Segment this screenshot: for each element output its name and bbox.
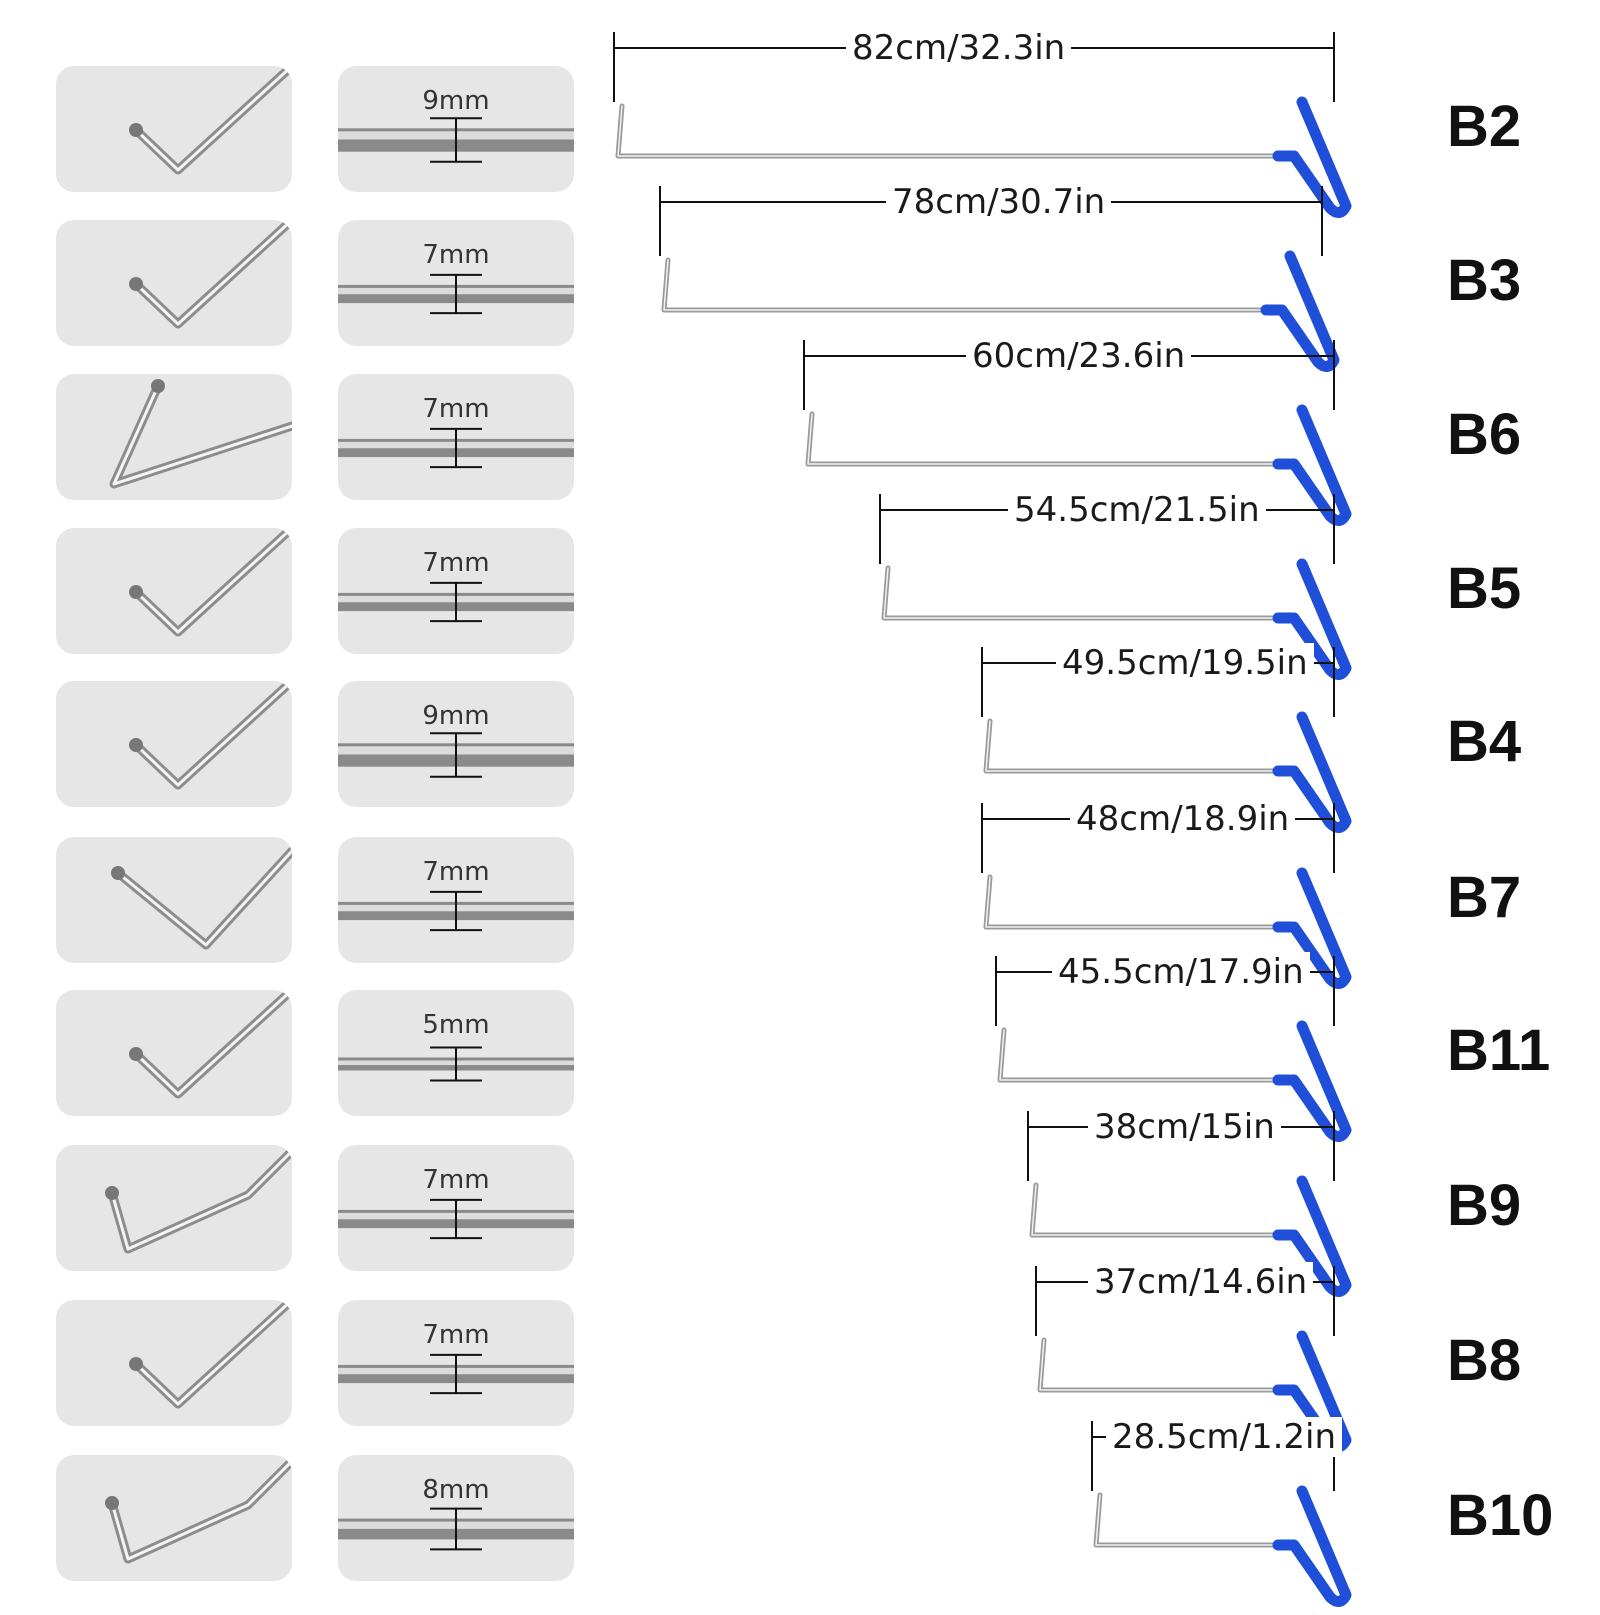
tip-preview-card xyxy=(56,374,292,500)
tip-preview-card xyxy=(56,1300,292,1426)
blue-handle xyxy=(1272,867,1352,989)
length-label: 37cm/14.6in xyxy=(1088,1262,1314,1302)
diameter-label: 7mm xyxy=(422,394,490,424)
diameter-card: 8mm xyxy=(338,1455,574,1581)
ball-tip-rod-icon xyxy=(129,990,292,1099)
diameter-label: 9mm xyxy=(422,701,490,731)
model-label: B4 xyxy=(1447,709,1522,774)
model-label: B3 xyxy=(1447,248,1522,313)
rod-cross-section-icon xyxy=(338,1198,574,1240)
diameter-card: 7mm xyxy=(338,220,574,346)
rod-drawing xyxy=(981,647,1352,833)
rod-cross-section-icon xyxy=(338,117,574,163)
model-label: B2 xyxy=(1447,94,1522,159)
diameter-label: 7mm xyxy=(422,548,490,578)
diameter-label: 5mm xyxy=(422,1010,490,1040)
ball-tip-rod-icon xyxy=(129,66,292,175)
blue-handle xyxy=(1272,1485,1352,1607)
model-label: B6 xyxy=(1447,402,1522,467)
blue-handle xyxy=(1272,1020,1352,1142)
blue-handle xyxy=(1272,1175,1352,1297)
tip-preview-card xyxy=(56,1145,292,1271)
model-label: B11 xyxy=(1447,1018,1551,1083)
diameter-card: 7mm xyxy=(338,1300,574,1426)
length-label: 48cm/18.9in xyxy=(1070,799,1296,839)
length-label: 49.5cm/19.5in xyxy=(1056,643,1314,683)
model-label: B8 xyxy=(1447,1328,1522,1393)
rod-cross-section-icon xyxy=(338,732,574,778)
diameter-card: 7mm xyxy=(338,837,574,963)
blue-handle xyxy=(1272,96,1352,218)
length-label: 54.5cm/21.5in xyxy=(1008,490,1266,530)
tip-preview-card xyxy=(56,66,292,192)
blue-handle xyxy=(1272,404,1352,526)
rod-cross-section-icon xyxy=(338,427,574,469)
diameter-card: 7mm xyxy=(338,374,574,500)
model-label: B7 xyxy=(1447,865,1522,930)
diameter-label: 7mm xyxy=(422,857,490,887)
length-label: 78cm/30.7in xyxy=(886,182,1112,222)
ball-tip-rod-icon xyxy=(129,681,292,790)
rod-cross-section-icon xyxy=(338,1353,574,1395)
ball-tip-rod-icon xyxy=(129,220,292,329)
length-label: 60cm/23.6in xyxy=(966,336,1192,376)
tip-preview-card xyxy=(56,528,292,654)
tip-preview-card xyxy=(56,681,292,807)
model-label: B9 xyxy=(1447,1173,1522,1238)
ball-tip-rod-icon xyxy=(111,846,292,950)
ball-tip-rod-icon xyxy=(129,1300,292,1409)
diameter-label: 7mm xyxy=(422,1320,490,1350)
rod-cross-section-icon xyxy=(338,1507,574,1551)
diameter-label: 9mm xyxy=(422,86,490,116)
tip-preview-card xyxy=(56,220,292,346)
rod-cross-section-icon xyxy=(338,581,574,623)
blue-handle xyxy=(1272,711,1352,833)
rod-cross-section-icon xyxy=(338,890,574,932)
length-label: 38cm/15in xyxy=(1088,1107,1281,1147)
length-label: 28.5cm/1.2in xyxy=(1106,1417,1343,1457)
length-label: 82cm/32.3in xyxy=(846,28,1072,68)
rod-cross-section-icon xyxy=(338,1046,574,1082)
diameter-label: 8mm xyxy=(422,1475,490,1505)
diameter-card: 5mm xyxy=(338,990,574,1116)
blue-handle xyxy=(1272,558,1352,680)
tip-preview-card xyxy=(56,837,292,963)
tip-preview-card xyxy=(56,990,292,1116)
model-label: B10 xyxy=(1447,1483,1554,1548)
model-label: B5 xyxy=(1447,556,1522,621)
angled-tip-rod-icon xyxy=(109,379,292,489)
bent-tip-rod-icon xyxy=(105,1456,292,1564)
diameter-card: 9mm xyxy=(338,66,574,192)
diameter-label: 7mm xyxy=(422,240,490,270)
diameter-label: 7mm xyxy=(422,1165,490,1195)
rod-cross-section-icon xyxy=(338,273,574,315)
diameter-card: 7mm xyxy=(338,1145,574,1271)
bent-tip-rod-icon xyxy=(105,1146,292,1254)
length-label: 45.5cm/17.9in xyxy=(1052,952,1310,992)
tip-preview-card xyxy=(56,1455,292,1581)
diameter-card: 7mm xyxy=(338,528,574,654)
diameter-card: 9mm xyxy=(338,681,574,807)
ball-tip-rod-icon xyxy=(129,528,292,637)
